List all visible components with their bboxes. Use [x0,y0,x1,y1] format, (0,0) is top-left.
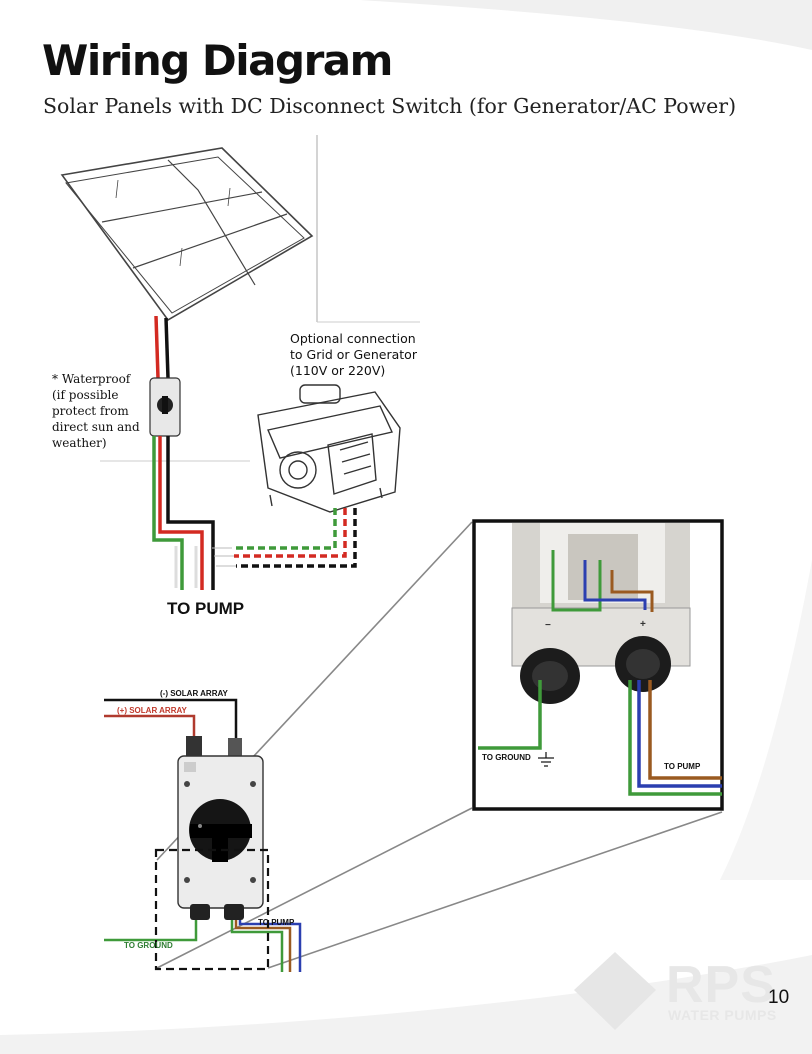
background-swoosh-right [720,560,812,880]
page-subtitle: Solar Panels with DC Disconnect Switch (… [43,94,737,118]
disconnect-switch-large [177,736,264,920]
generator-note: Optional connection to Grid or Generator… [290,331,417,378]
generator-illustration [257,384,401,513]
inset-pump-brown [648,680,722,780]
rps-logo-icon [574,952,656,1030]
optional-generator-wires [232,508,357,568]
brand-logo-text: RPS [666,956,776,1014]
solar-panel [60,147,314,322]
bottom-ground-wire [104,920,198,942]
bottom-pump-blue [238,920,302,972]
brand-subtitle: WATER PUMPS [668,1007,777,1023]
bottom-to-ground-label: TO GROUND [124,941,173,950]
bottom-pump-green [230,920,284,972]
page-number: 10 [768,987,790,1008]
bottom-pump-brown [234,920,292,972]
switch-negative-wire [166,436,215,590]
bottom-positive-input-wire [104,714,196,742]
disconnect-switch-small [149,377,181,437]
inset-photo [472,519,724,811]
inset-callout-line-bottom [267,811,723,969]
positive-array-label: (+) SOLAR ARRAY [117,706,187,715]
inset-ground-wire [478,680,542,750]
page-title: Wiring Diagram [42,36,393,85]
background-swoosh-bottom [0,955,812,1054]
inset-pump-blue [637,680,722,788]
ground-symbol-icon [538,752,554,767]
panel-negative-wire [164,317,170,379]
inset-plus-mark: + [640,619,646,630]
background-swoosh-top [360,0,812,50]
waterproof-note: * Waterproof (if possible protect from d… [52,372,140,450]
to-pump-label: TO PUMP [167,599,245,618]
panel-positive-wire [154,315,160,379]
switch-positive-wire [158,436,204,590]
inset-to-pump-label: TO PUMP [664,762,701,771]
negative-array-label: (-) SOLAR ARRAY [160,689,228,698]
detail-dashed-box [154,848,270,971]
bottom-negative-input-wire [104,698,238,742]
inset-to-ground-label: TO GROUND [482,753,531,762]
switch-ground-wire [152,436,184,590]
bottom-to-pump-label: TO PUMP [258,918,295,927]
inset-callout-line-middle [156,807,473,969]
inset-minus-mark: − [545,620,551,631]
inset-pump-green [628,680,722,796]
